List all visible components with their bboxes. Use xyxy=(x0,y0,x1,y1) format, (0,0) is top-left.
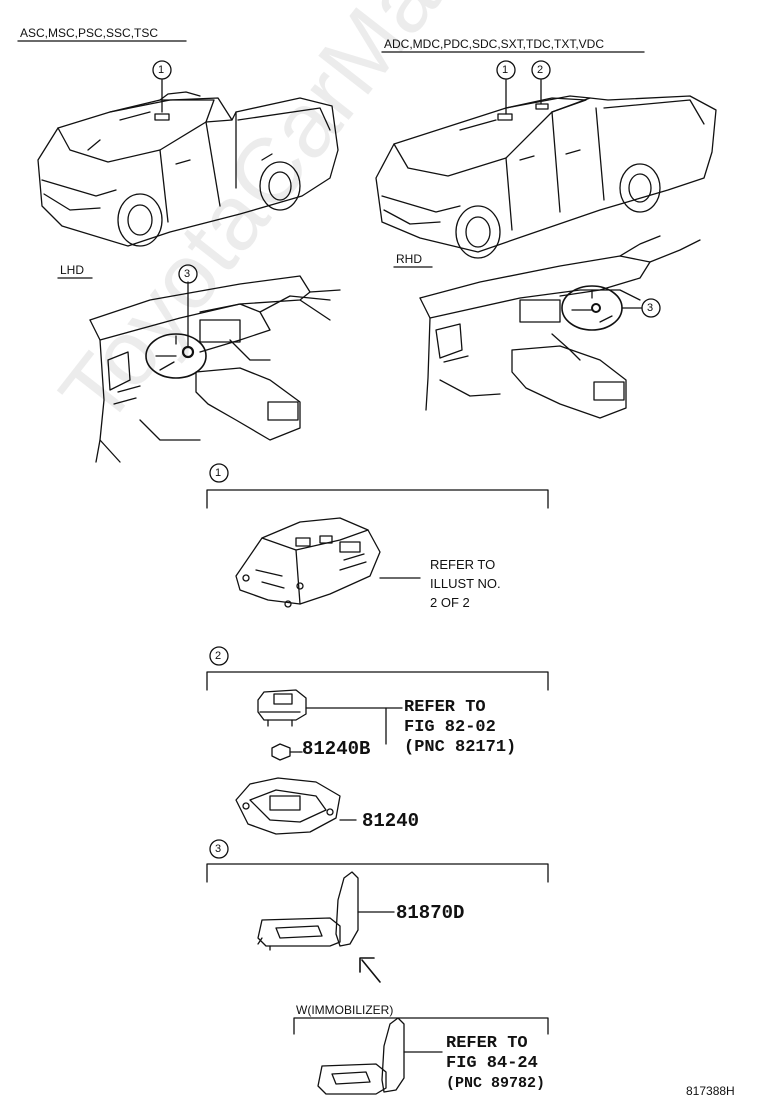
part-number-81240: 81240 xyxy=(362,810,420,832)
section-2-number: 2 xyxy=(215,650,222,662)
double-cab-truck-illustration xyxy=(375,95,717,259)
callout-circle-1 xyxy=(152,60,172,80)
section-1-refer-line3: 2 OF 2 xyxy=(430,595,470,610)
room-lamp-housing-illustration xyxy=(235,777,341,835)
section-1-refer-line1: REFER TO xyxy=(430,557,496,572)
callout-circle-3 xyxy=(178,264,198,284)
transponder-key-amplifier-illustration xyxy=(257,871,359,951)
lhd-label: LHD xyxy=(60,263,85,277)
bulb-illustration xyxy=(271,743,301,761)
callout-number-3: 3 xyxy=(184,268,191,280)
variants-label-right: ADC,MDC,PDC,SDC,SXT,TDC,TXT,VDC xyxy=(384,37,605,51)
section-2-refer-line3: (PNC 82171) xyxy=(404,738,517,757)
callout-number-1b: 1 xyxy=(502,64,509,76)
section-circle-3 xyxy=(209,839,229,859)
single-cab-truck-illustration xyxy=(37,91,339,247)
immobilizer-amplifier-illustration xyxy=(317,1017,405,1095)
callout-circle-1b xyxy=(496,60,516,80)
callout-number-3b: 3 xyxy=(647,302,654,314)
callout-number-1: 1 xyxy=(158,64,165,76)
rhd-label: RHD xyxy=(396,252,422,266)
section-3-refer-line2: FIG 84-24 xyxy=(446,1054,538,1073)
illustration-id: 817388H xyxy=(686,1084,735,1098)
section-1-refer-line2: ILLUST NO. xyxy=(430,576,501,591)
view-direction-arrow xyxy=(359,957,381,983)
section-1-number: 1 xyxy=(215,467,222,479)
section-circle-2 xyxy=(209,646,229,666)
section-2-refer-line2: FIG 82-02 xyxy=(404,718,496,737)
lamp-socket-illustration xyxy=(257,689,307,727)
section-3-refer-line3: (PNC 89782) xyxy=(446,1075,546,1092)
part-number-81240b: 81240B xyxy=(302,738,371,760)
section-circle-1 xyxy=(209,463,229,483)
part-number-81870d: 81870D xyxy=(396,902,465,924)
option-label-immobilizer: W(IMMOBILIZER) xyxy=(296,1003,394,1017)
section-2-refer-line1: REFER TO xyxy=(404,698,486,717)
section-3-number: 3 xyxy=(215,843,222,855)
room-lamp-assembly-illustration xyxy=(235,517,381,608)
lhd-dashboard-illustration xyxy=(89,275,341,463)
section-3-refer-line1: REFER TO xyxy=(446,1034,528,1053)
callout-circle-3b xyxy=(641,298,661,318)
rhd-dashboard-illustration xyxy=(419,235,701,419)
variants-label-left: ASC,MSC,PSC,SSC,TSC xyxy=(20,26,159,40)
callout-number-2: 2 xyxy=(537,64,544,76)
callout-circle-2 xyxy=(531,60,551,80)
